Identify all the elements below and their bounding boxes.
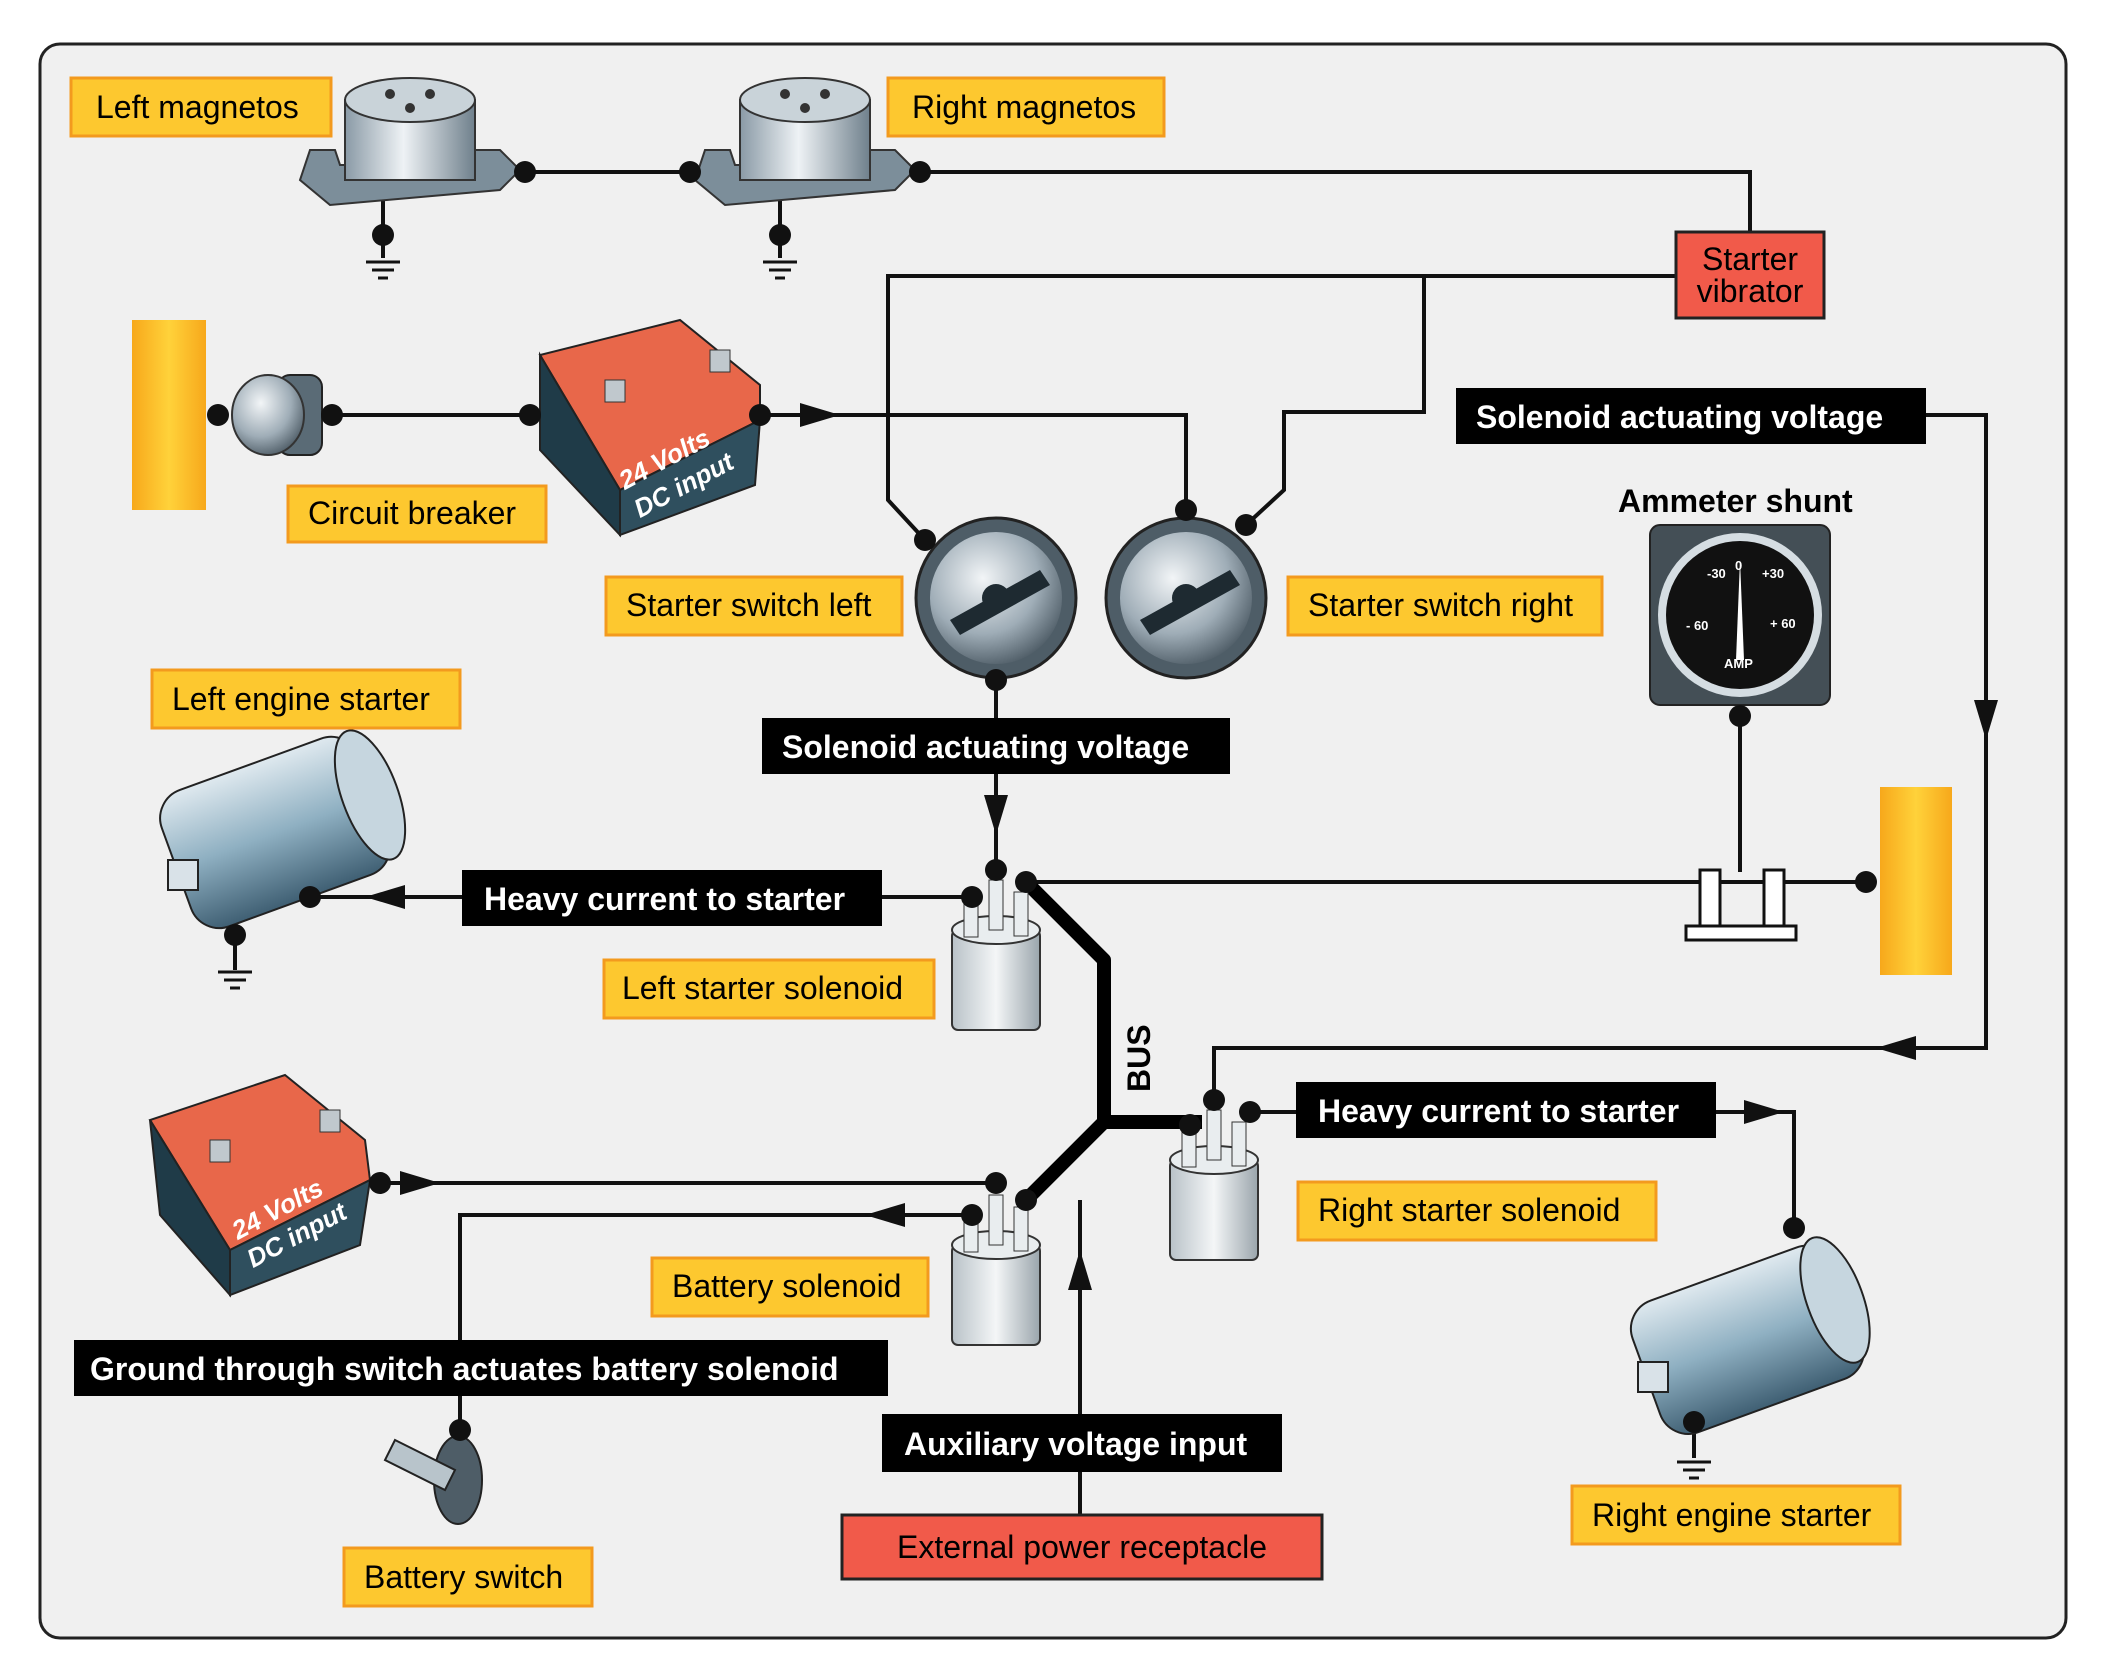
label-heavy-current-left: Heavy current to starter	[462, 870, 882, 926]
left-starter-solenoid-text: Left starter solenoid	[622, 970, 903, 1006]
gauge-tick-minus60: - 60	[1686, 618, 1708, 633]
label-right-starter-solenoid: Right starter solenoid	[1296, 1180, 1658, 1242]
left-engine-starter-text: Left engine starter	[172, 681, 430, 717]
label-left-starter-solenoid: Left starter solenoid	[602, 958, 936, 1020]
right-engine-starter-text: Right engine starter	[1592, 1497, 1872, 1533]
starter-vibrator-line2: vibrator	[1697, 273, 1804, 309]
battery-icon-top: 24 Volts DC input	[538, 318, 762, 538]
battery-switch-icon[interactable]	[383, 1435, 483, 1525]
starter-switch-left-icon[interactable]	[914, 516, 1078, 680]
circuit-breaker-text: Circuit breaker	[308, 495, 516, 531]
ammeter-shunt-text: Ammeter shunt	[1618, 483, 1853, 519]
label-starter-vibrator: Starter vibrator	[1674, 230, 1826, 320]
gauge-tick-minus30: -30	[1707, 566, 1726, 581]
heavy-current-left-text: Heavy current to starter	[484, 881, 845, 917]
right-starter-solenoid-text: Right starter solenoid	[1318, 1192, 1620, 1228]
gauge-unit: AMP	[1724, 656, 1753, 671]
auxiliary-voltage-input-text: Auxiliary voltage input	[904, 1426, 1248, 1462]
heavy-current-right-text: Heavy current to starter	[1318, 1093, 1679, 1129]
label-auxiliary-voltage-input: Auxiliary voltage input	[882, 1414, 1282, 1472]
label-starter-switch-left: Starter switch left	[604, 575, 904, 637]
gauge-tick-plus60: + 60	[1770, 616, 1796, 631]
label-battery-switch: Battery switch	[342, 1546, 594, 1608]
ground-through-switch-text: Ground through switch actuates battery s…	[90, 1351, 839, 1387]
ammeter-gauge-icon: -30 0 +30 - 60 + 60 AMP	[1649, 524, 1831, 706]
left-magneto-icon	[298, 77, 522, 207]
label-ground-through-switch: Ground through switch actuates battery s…	[74, 1340, 888, 1396]
label-heavy-current-right: Heavy current to starter	[1296, 1082, 1716, 1138]
solenoid-voltage-top-text: Solenoid actuating voltage	[1476, 399, 1883, 435]
power-source-right	[1880, 787, 1952, 975]
connection-dots	[207, 161, 1877, 1441]
label-battery-solenoid: Battery solenoid	[650, 1256, 930, 1318]
label-left-engine-starter: Left engine starter	[150, 668, 462, 730]
gauge-tick-0: 0	[1735, 558, 1742, 573]
label-right-engine-starter: Right engine starter	[1570, 1484, 1902, 1546]
label-starter-switch-right: Starter switch right	[1286, 575, 1604, 637]
left-engine-starter-icon	[159, 729, 407, 930]
power-source-left	[132, 320, 206, 510]
bus-text: BUS	[1121, 1024, 1157, 1092]
battery-solenoid-text: Battery solenoid	[672, 1268, 901, 1304]
right-magneto-icon	[693, 77, 917, 207]
ammeter-shunt-icon	[1684, 868, 1798, 942]
right-engine-starter-icon	[1629, 1236, 1871, 1435]
starter-switch-right-text: Starter switch right	[1308, 587, 1573, 623]
battery-switch-text: Battery switch	[364, 1559, 563, 1595]
solenoid-voltage-mid-text: Solenoid actuating voltage	[782, 729, 1189, 765]
circuit-breaker-icon	[231, 374, 323, 456]
starter-vibrator-line1: Starter	[1702, 241, 1798, 277]
right-magnetos-text: Right magnetos	[912, 89, 1136, 125]
ground-symbols	[218, 260, 1711, 1480]
label-solenoid-voltage-mid: Solenoid actuating voltage	[762, 718, 1230, 774]
label-circuit-breaker: Circuit breaker	[286, 484, 548, 544]
bus-bar	[1021, 877, 1111, 1205]
label-left-magnetos: Left magnetos	[69, 76, 333, 138]
external-power-receptacle-text: External power receptacle	[897, 1529, 1267, 1565]
label-solenoid-voltage-top: Solenoid actuating voltage	[1456, 388, 1926, 444]
starter-switch-left-text: Starter switch left	[626, 587, 872, 623]
label-external-power-receptacle: External power receptacle	[840, 1513, 1324, 1581]
starter-switch-right-icon[interactable]	[1104, 516, 1268, 680]
left-magnetos-text: Left magnetos	[96, 89, 299, 125]
right-starter-solenoid-icon	[1169, 1109, 1259, 1261]
flow-arrows	[365, 403, 1998, 1290]
label-right-magnetos: Right magnetos	[886, 76, 1166, 138]
gauge-tick-plus30: +30	[1762, 566, 1784, 581]
